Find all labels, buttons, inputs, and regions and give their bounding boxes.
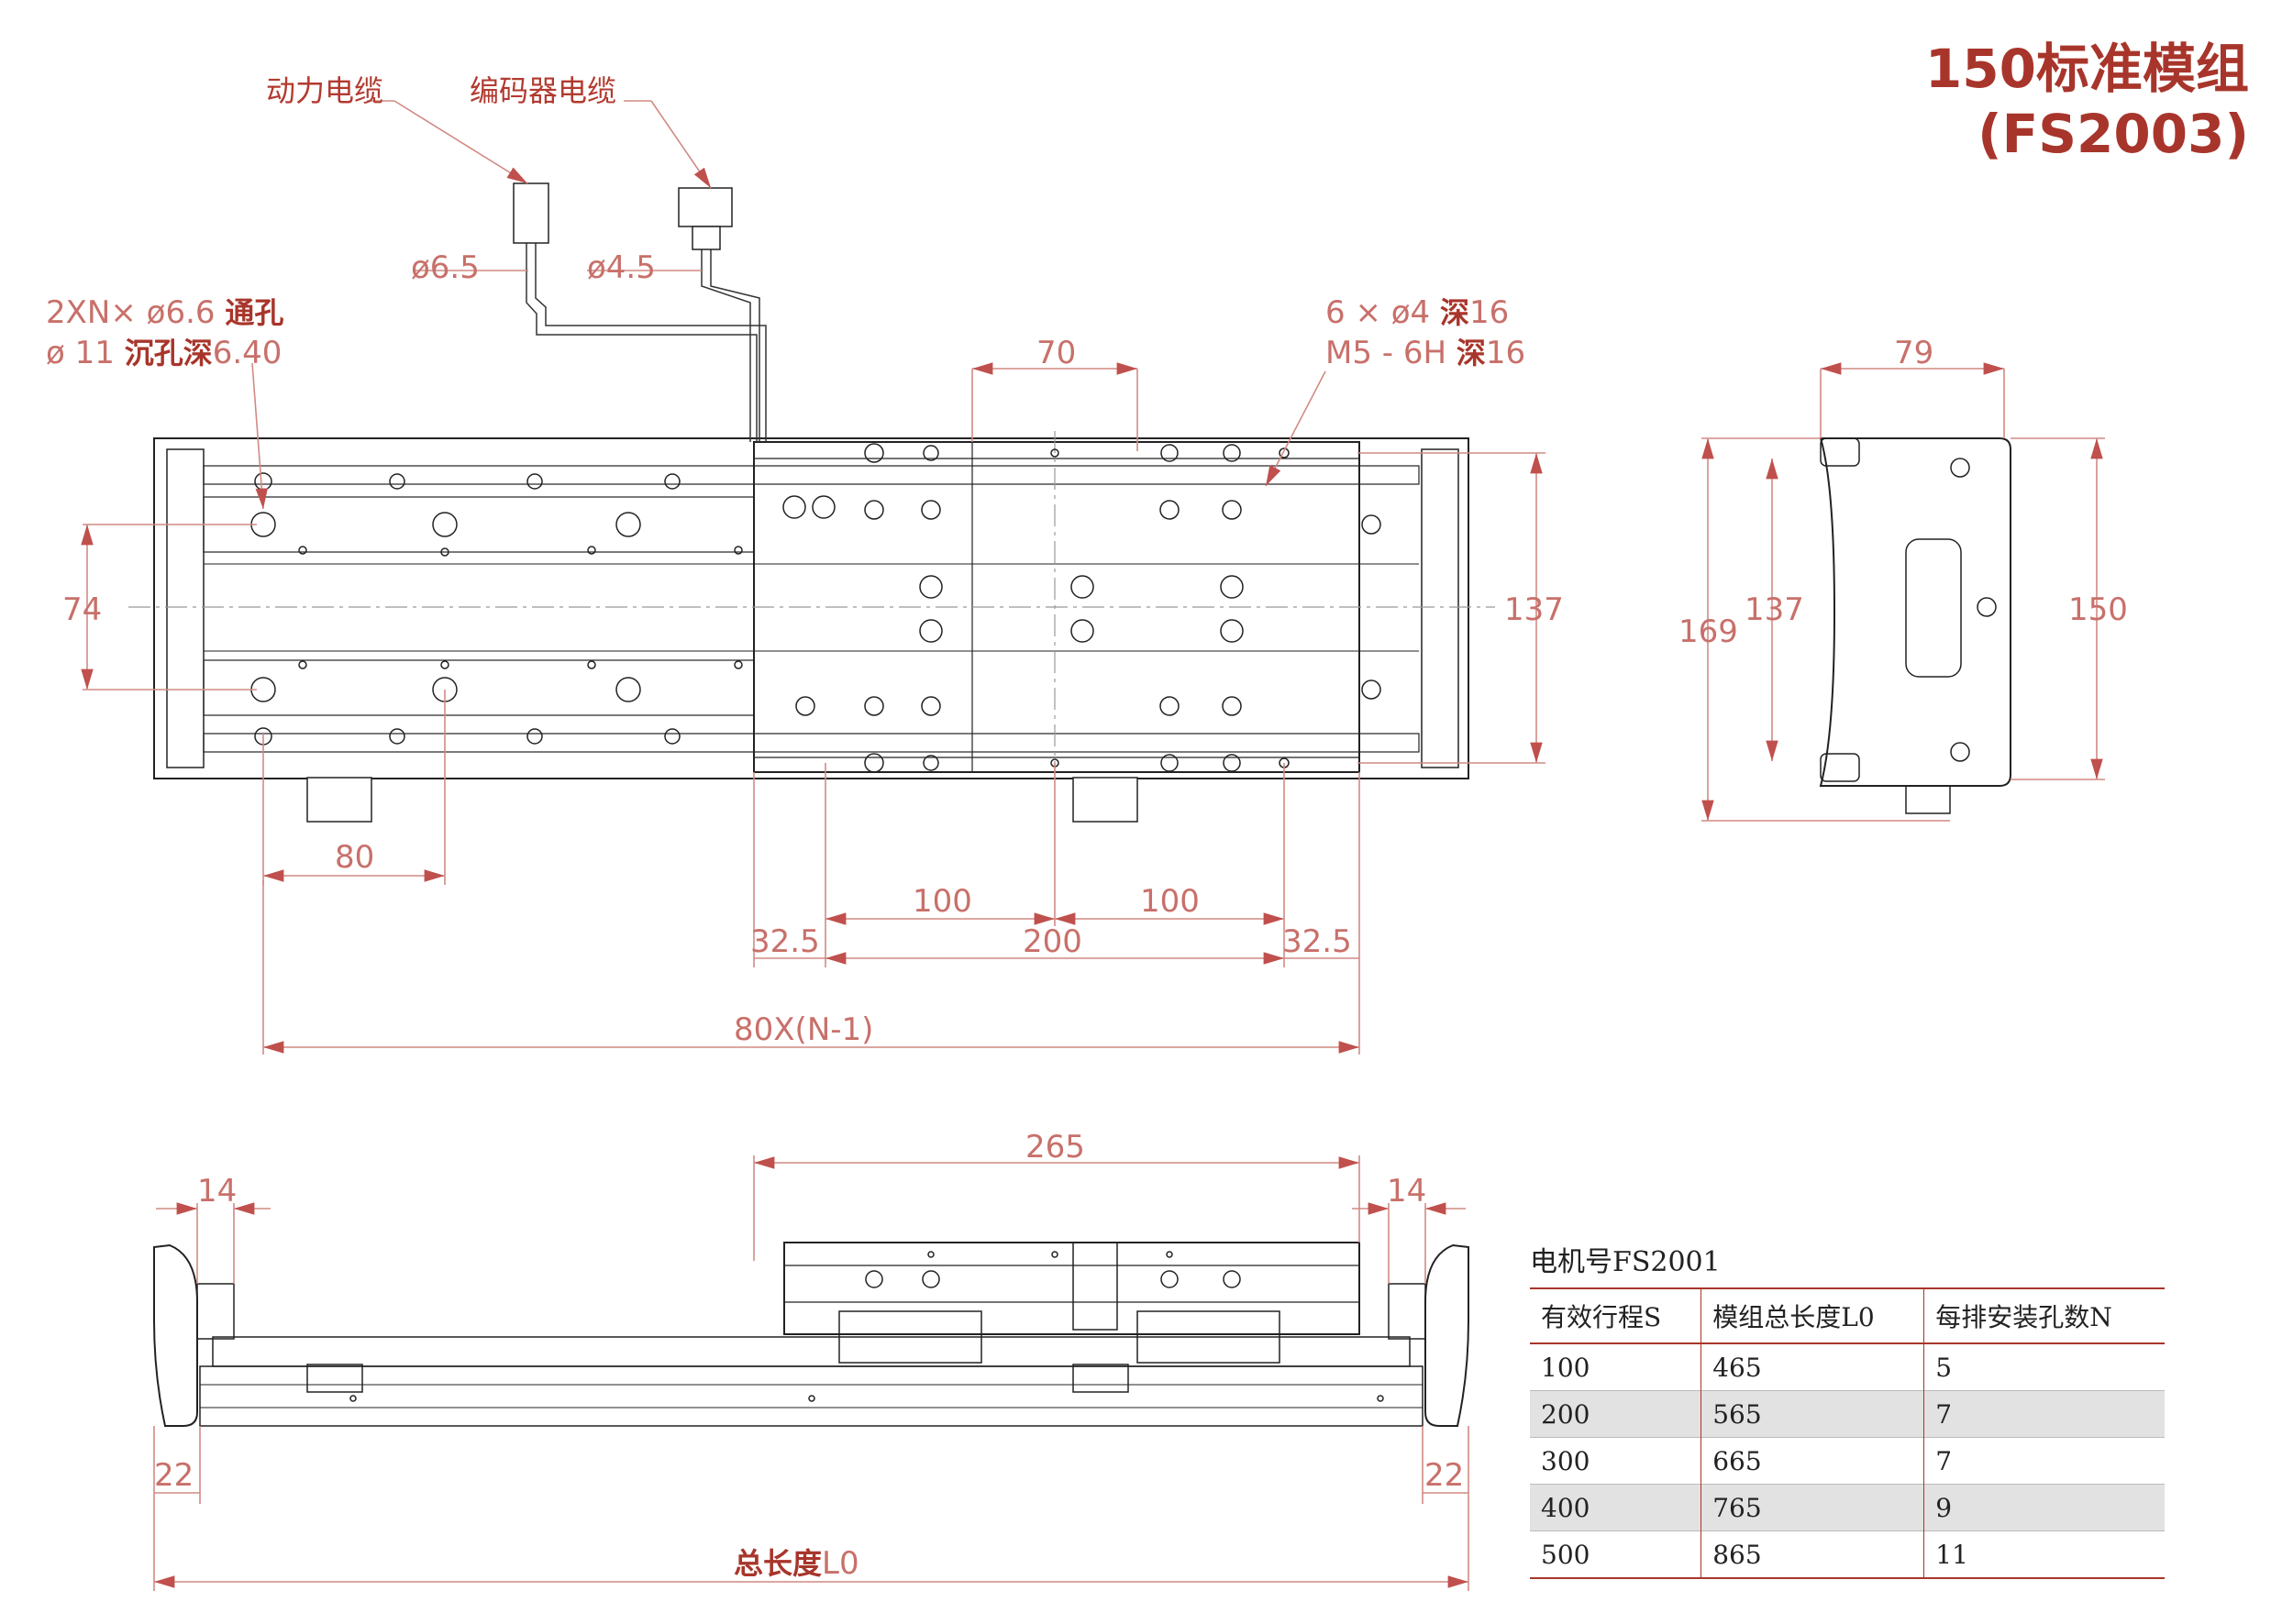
slide-hole-line2: M5 - 6H [1325,335,1446,371]
dim-80: 80 [335,839,374,876]
page-title: 150标准模组(FS2003) [1924,38,2249,165]
dim-cable-power: ø6.5 [411,249,480,286]
hole-spec-depth: 6.40 [213,335,282,371]
dim-200: 200 [1023,923,1082,960]
hole-spec-counterbore: 沉孔深 [125,336,213,370]
total-length-symbol: L0 [822,1545,859,1582]
cell-length: 765 [1700,1484,1925,1531]
slide-hole-depth-1: 16 [1469,294,1509,331]
dim-100-right: 100 [1140,883,1200,920]
dim-70: 70 [1036,335,1076,371]
slide-hole-depth-cjk-2: 深 [1457,336,1486,370]
slide-hole-depth-2: 16 [1486,335,1525,371]
cell-length: 665 [1700,1437,1925,1485]
motor-label: 电机号FS2001 [1530,1246,1721,1278]
slide-hole-line1: 6 × ø4 [1325,294,1430,331]
dim-169: 169 [1678,613,1738,650]
spec-table: 有效行程S 模组总长度L0 每排安装孔数N 100 465 5 200 565 … [1530,1287,2165,1579]
hole-spec-line1: 2XN× ø6.6 [46,294,216,331]
dim-end-137: 137 [1745,591,1804,628]
svg-text:总长度L0: 总长度L0 [734,1545,859,1582]
table-row: 300 665 7 [1530,1437,2165,1485]
cell-stroke: 300 [1530,1437,1702,1485]
cell-holes: 5 [1923,1342,2165,1391]
total-length-cjk: 总长度 [734,1546,822,1581]
dim-137: 137 [1504,591,1564,628]
dim-22-right: 22 [1424,1457,1464,1494]
spec-table-header: 有效行程S 模组总长度L0 每排安装孔数N [1530,1288,2165,1343]
dim-265: 265 [1025,1129,1085,1166]
cell-holes: 9 [1923,1484,2165,1531]
dim-100-left: 100 [913,883,972,920]
svg-text:6 × ø4 深16: 6 × ø4 深16 [1325,294,1509,331]
cell-stroke: 500 [1530,1530,1702,1578]
cell-stroke: 400 [1530,1484,1702,1531]
cell-stroke: 200 [1530,1390,1702,1438]
svg-text:ø 11 沉孔深6.40: ø 11 沉孔深6.40 [46,335,282,371]
cell-length: 565 [1700,1390,1925,1438]
spec-table-block: 电机号FS2001 有效行程S 模组总长度L0 每排安装孔数N 100 465 … [1530,1238,2172,1579]
table-row: 500 865 11 [1530,1530,2165,1578]
end-view-dimensions: 79 169 137 150 [1678,335,2128,822]
table-row: 100 465 5 [1530,1342,2165,1391]
dim-32-5-right: 32.5 [1282,923,1352,960]
hole-spec-through: 通孔 [225,295,283,330]
header-stroke: 有效行程S [1530,1288,1702,1343]
dim-32-5-left: 32.5 [750,923,820,960]
dim-cable-encoder: ø4.5 [587,249,656,286]
cell-holes: 7 [1923,1390,2165,1438]
dim-14-right: 14 [1387,1173,1426,1210]
cell-holes: 11 [1923,1530,2165,1578]
cell-stroke: 100 [1530,1342,1702,1391]
side-view [153,1242,1469,1427]
top-view [128,182,1495,823]
header-total-length: 模组总长度L0 [1700,1288,1925,1343]
dim-74: 74 [62,591,102,628]
cell-length: 465 [1700,1342,1925,1391]
encoder-cable-label: 编码器电缆 [470,73,616,108]
header-hole-count: 每排安装孔数N [1935,1302,2112,1332]
cell-holes: 7 [1923,1437,2165,1485]
slide-hole-depth-cjk-1: 深 [1440,295,1469,330]
svg-text:M5 - 6H 深16: M5 - 6H 深16 [1325,335,1525,371]
svg-text:2XN× ø6.6 通孔: 2XN× ø6.6 通孔 [46,294,283,331]
side-view-dimensions: 265 14 14 22 22 总长度L0 [153,1129,1469,1591]
table-row: 400 765 9 [1530,1484,2165,1531]
top-view-dimensions: ø6.5 ø4.5 70 74 137 80 100 100 32.5 200 … [46,73,1564,1055]
power-cable-label: 动力电缆 [266,73,383,108]
table-row: 200 565 7 [1530,1390,2165,1438]
cell-length: 865 [1700,1530,1925,1578]
dim-150: 150 [2068,591,2128,628]
dim-14-left: 14 [197,1173,237,1210]
dim-79: 79 [1894,335,1933,371]
dim-pitch-formula: 80X(N-1) [734,1011,873,1048]
dim-22-left: 22 [154,1457,194,1494]
end-view [1819,437,2011,814]
hole-spec-line2: ø 11 [46,335,115,371]
